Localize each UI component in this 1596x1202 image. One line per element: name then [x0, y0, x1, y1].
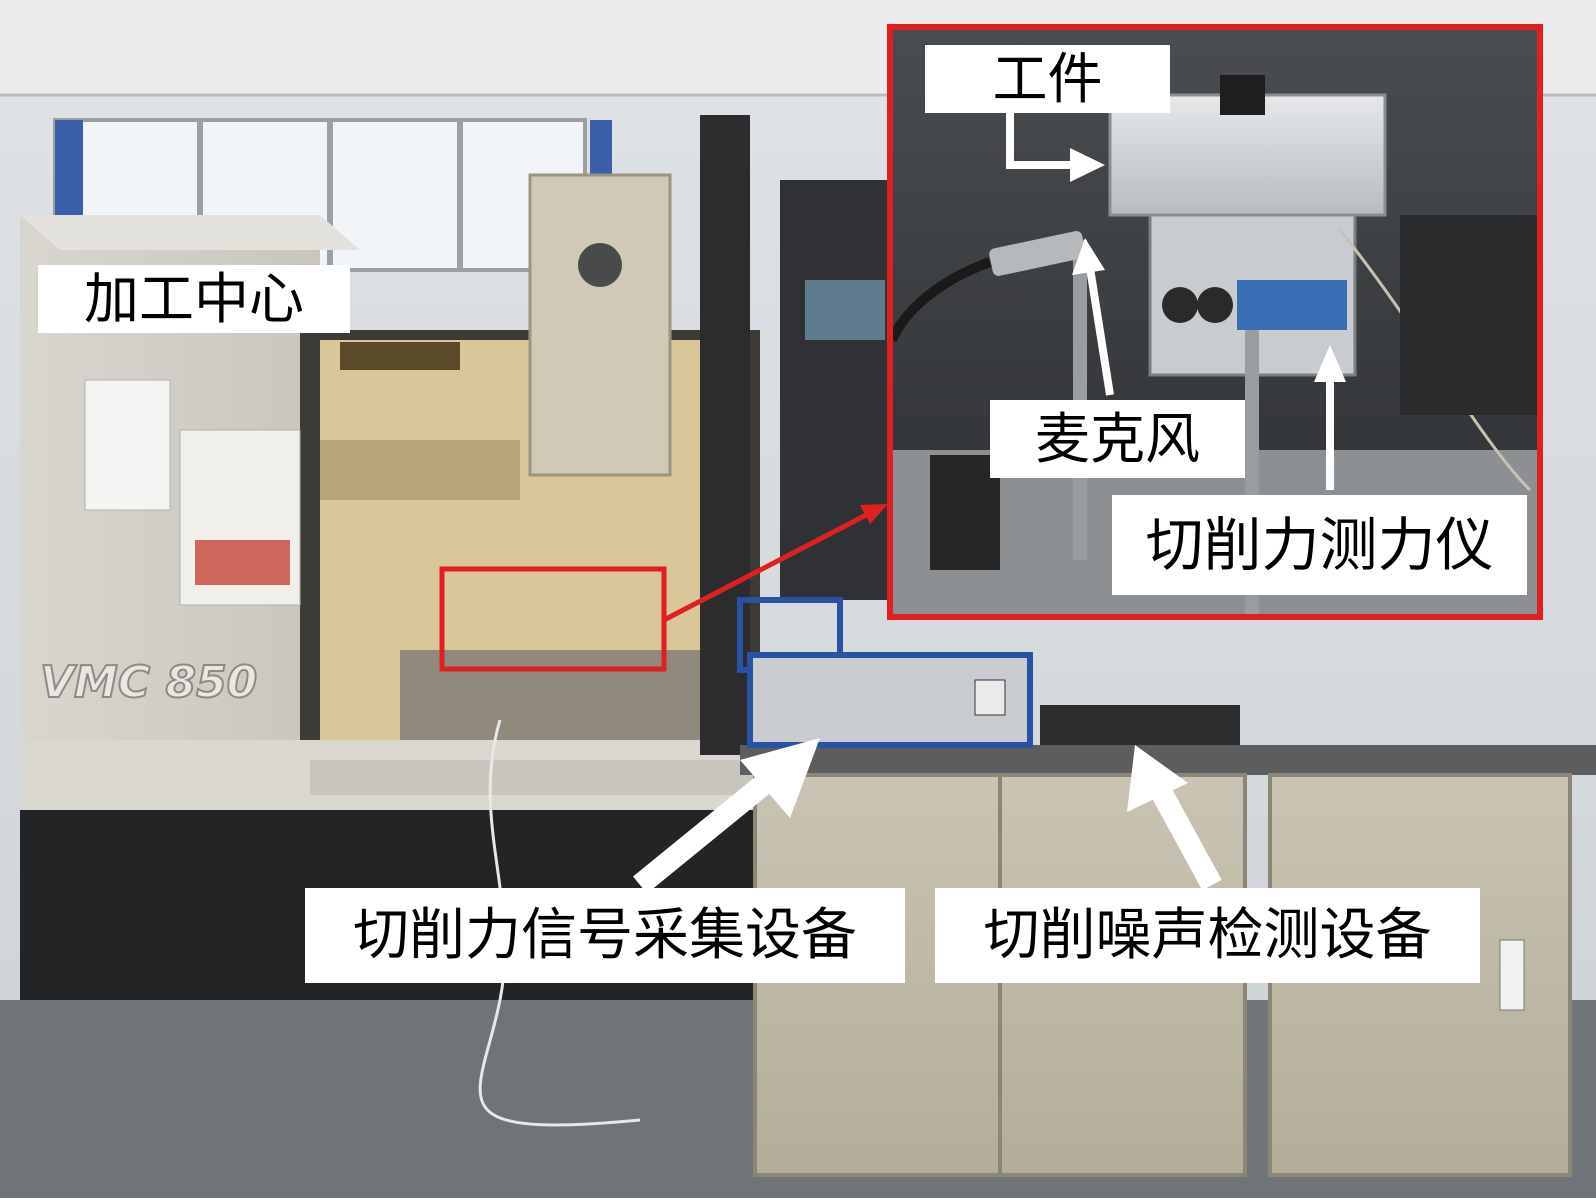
- label-workpiece: 工件: [925, 45, 1170, 113]
- inset-detail: [887, 27, 1540, 617]
- workpiece-pointer-arrow: [1006, 110, 1075, 169]
- label-machining-center: 加工中心: [38, 265, 350, 333]
- bottom-pointer-arrows: [633, 738, 1222, 894]
- label-microphone: 麦克风: [990, 400, 1245, 478]
- noise-detection-device: [1040, 705, 1240, 745]
- cable: [478, 719, 641, 1127]
- label-noise-detection: 切削噪声检测设备: [935, 888, 1480, 983]
- machine-brand-text: VMC 850: [40, 657, 257, 708]
- microphone-pointer-arrow: [1086, 267, 1114, 396]
- force-acquisition-arrow: [633, 766, 782, 894]
- label-force-acquisition: 切削力信号采集设备: [305, 888, 905, 983]
- zoom-connector-arrow: [662, 509, 874, 623]
- microphone-head: [989, 231, 1086, 276]
- label-dynamometer: 切削力测力仪: [1112, 495, 1527, 595]
- zoom-connector-arrowhead: [860, 504, 888, 524]
- force-acquisition-device: [737, 597, 1033, 748]
- noise-detection-arrow: [1150, 784, 1222, 891]
- inset-highlight-box: [887, 24, 1543, 620]
- dynamometer-label: [1237, 280, 1347, 330]
